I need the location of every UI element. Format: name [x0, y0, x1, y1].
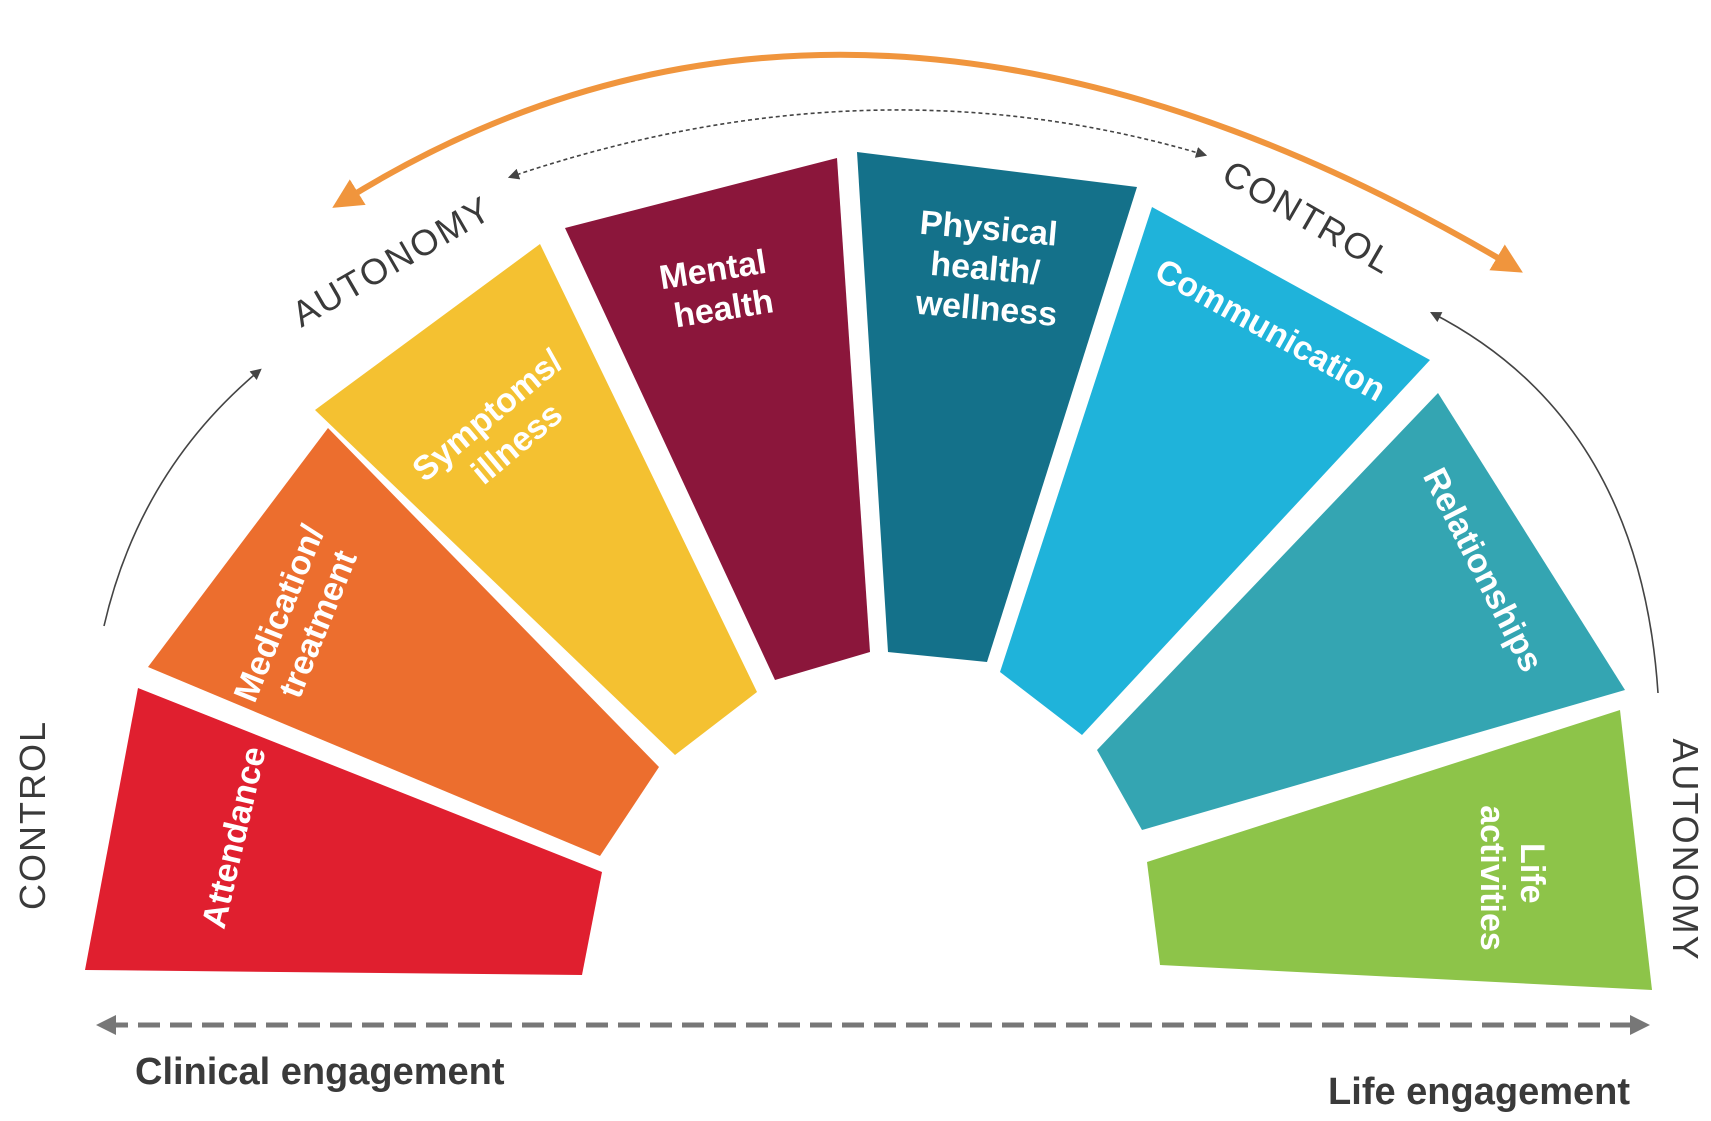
- segment-relationships: [1097, 393, 1625, 830]
- thin-left-arrow: [103, 368, 262, 627]
- label-autonomy-right: AUTONOMY: [1665, 738, 1706, 961]
- label-clinical-engagement: Clinical engagement: [135, 1051, 505, 1093]
- label-life-engagement: Life engagement: [1328, 1071, 1630, 1113]
- label-physical-health-wellness: Physical health/ wellness: [911, 204, 1068, 334]
- segment-communication: [1000, 207, 1430, 735]
- segment-physical-health-wellness: [857, 152, 1137, 662]
- segment-medication-treatment: [148, 428, 659, 856]
- thin-top-arrow: [507, 109, 1208, 180]
- orange-bidirectional-arrow: [332, 51, 1523, 273]
- segment-mental-health: [565, 158, 870, 680]
- thin-right-arrow: [1430, 311, 1659, 694]
- segment-life-activities: [1147, 710, 1652, 990]
- label-life-activities: Life activities: [1473, 805, 1551, 951]
- segment-attendance: [85, 688, 602, 975]
- label-control-left: CONTROL: [12, 720, 53, 910]
- segment-symptoms-illness: [315, 244, 757, 755]
